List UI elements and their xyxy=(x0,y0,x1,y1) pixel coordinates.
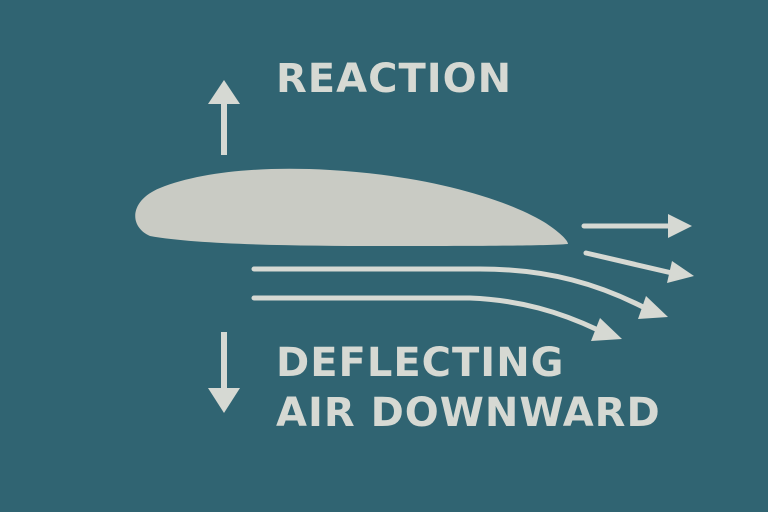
reaction-label: REACTION xyxy=(276,56,513,102)
airfoil-shape xyxy=(135,168,568,246)
airflow-arrow-4 xyxy=(251,295,622,341)
deflecting-label-line2: AIR DOWNWARD xyxy=(276,390,661,436)
airflow-arrow-2 xyxy=(583,250,694,283)
arrow-down-icon xyxy=(208,332,240,413)
airflow-arrow-1 xyxy=(581,214,692,238)
airflow-arrow-3 xyxy=(251,266,668,319)
deflecting-label-line1: DEFLECTING xyxy=(276,340,565,386)
arrow-up-icon xyxy=(208,80,240,155)
